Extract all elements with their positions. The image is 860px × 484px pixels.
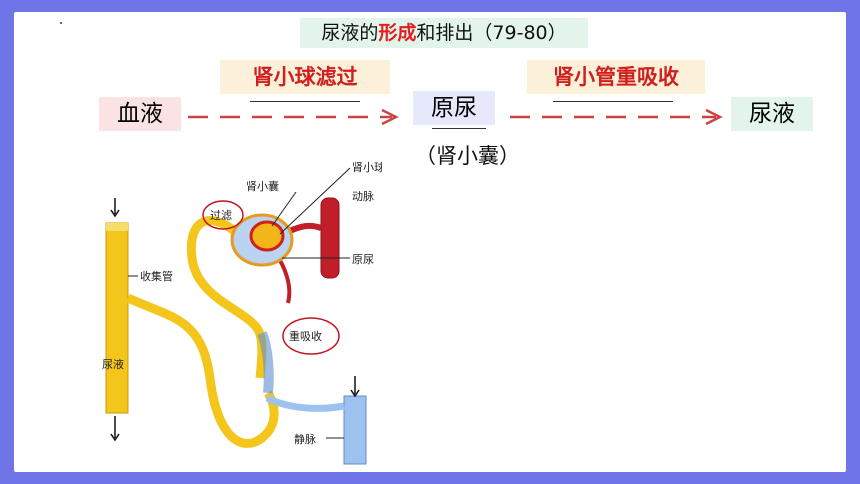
output-arrowhead: [110, 433, 120, 442]
urine-box: 尿液: [731, 97, 813, 131]
filter-circle: [202, 200, 244, 230]
label-collecting-duct: 收集管: [140, 269, 173, 283]
slide-frame: [14, 12, 846, 472]
leader-capsule: [271, 191, 297, 227]
connecting-tubule: [126, 293, 279, 448]
afferent-arteriole: [285, 222, 323, 235]
filtration-label: 肾小球滤过: [220, 60, 390, 94]
vein-arrowhead: [350, 389, 360, 398]
primary-urine-underline: [432, 128, 486, 129]
reabsorption-label: 肾小管重吸收: [527, 60, 705, 94]
leader-glomerulus: [279, 167, 351, 235]
vein: [343, 395, 367, 465]
blood-box: 血液: [99, 97, 181, 131]
slide-title: 尿液的形成和排出（79-80）: [300, 18, 588, 48]
label-artery: 动脉: [352, 189, 374, 203]
label-filter: 过滤: [210, 209, 232, 222]
reabsorption-underline: [553, 101, 673, 102]
vein-branch: [265, 394, 345, 412]
label-vein: 静脉: [294, 432, 316, 446]
nephron-diagram: 肾小球 肾小囊 动脉 过滤 原尿 收集管 重吸收 尿液 静脉: [102, 160, 382, 465]
filtration-underline: [250, 101, 360, 102]
reabsorb-circle: [282, 317, 340, 355]
loop-capillary: [257, 331, 274, 394]
primary-urine-box: 原尿: [413, 91, 495, 125]
label-capsule: 肾小囊: [246, 179, 279, 193]
label-glomerulus: 肾小球: [352, 160, 382, 174]
collecting-duct: [105, 222, 129, 414]
arrowhead-1: [381, 108, 399, 126]
label-reabsorb: 重吸收: [289, 329, 322, 343]
collecting-duct-top: [106, 223, 128, 231]
artery: [320, 197, 340, 279]
title-highlight: 形成: [378, 22, 417, 44]
label-primary-urine: 原尿: [352, 253, 374, 266]
title-suffix: 和排出（79-80）: [416, 22, 567, 44]
arrowhead-2: [705, 108, 723, 126]
glomerulus: [249, 220, 285, 252]
title-prefix: 尿液的: [321, 22, 379, 44]
dot-mark: [60, 22, 62, 24]
input-arrowhead: [110, 209, 120, 218]
label-urine: 尿液: [102, 357, 124, 371]
capsule-label: （肾小囊）: [415, 144, 520, 168]
